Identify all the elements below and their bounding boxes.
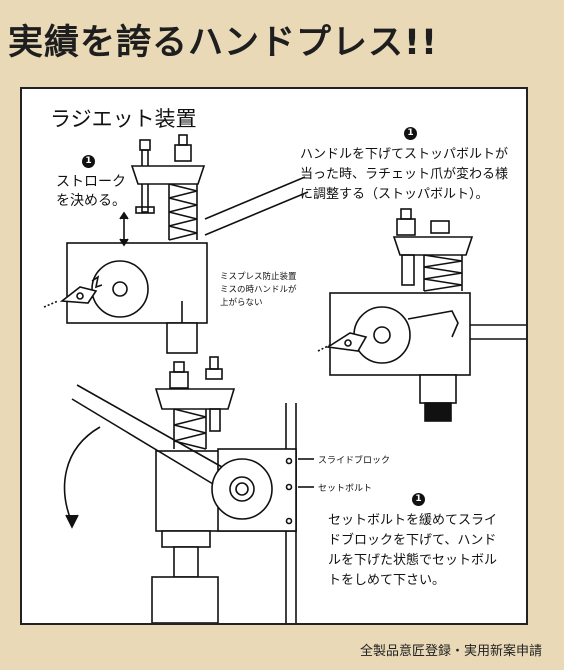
step-number-badge: 1	[82, 155, 95, 168]
misspress-note-line: ミスプレス防止装置	[220, 272, 297, 282]
stroke-note-line: を決める。	[56, 193, 126, 209]
footer-note: 全製品意匠登録・実用新案申請	[359, 644, 542, 659]
ratchet-device-panel: ラジエット装置 1 ストローク を決める。 1 ハンドルを下げてストッパボルトが…	[20, 87, 528, 625]
drawing-ratchet-pawl	[317, 208, 526, 422]
stroke-note-line: ストローク	[56, 174, 126, 190]
setbolt-note-line: セットボルトを緩めてスライ	[328, 513, 498, 528]
stopper-note-line: ハンドルを下げてストッパボルトが	[300, 147, 509, 162]
setbolt-note-line: トをしめて下さい。	[328, 573, 446, 588]
drawing-stroke-adjust	[43, 134, 309, 354]
misspress-note-line: ミスの時ハンドルが	[220, 285, 297, 295]
slide-block-label: スライドブロック	[318, 456, 391, 466]
panel-title: ラジエット装置	[50, 107, 197, 131]
stopper-note-line: に調整する（ストッパボルト）。	[300, 187, 489, 202]
drawing-slide-block	[63, 356, 314, 623]
setbolt-note-line: ドブロックを下げて、ハンド	[328, 533, 497, 548]
page-headline: 実績を誇るハンドプレス!!	[8, 23, 438, 63]
step-number-badge: 1	[412, 493, 425, 506]
set-bolt-label: セットボルト	[318, 484, 373, 494]
misspress-note-line: 上がらない	[220, 298, 263, 308]
stopper-note-line: 当った時、ラチェット爪が変わる様	[300, 167, 509, 182]
setbolt-note-line: ルを下げた状態でセットボル	[328, 553, 498, 568]
press-illustrations	[43, 134, 526, 623]
step-number-badge: 1	[404, 127, 417, 140]
